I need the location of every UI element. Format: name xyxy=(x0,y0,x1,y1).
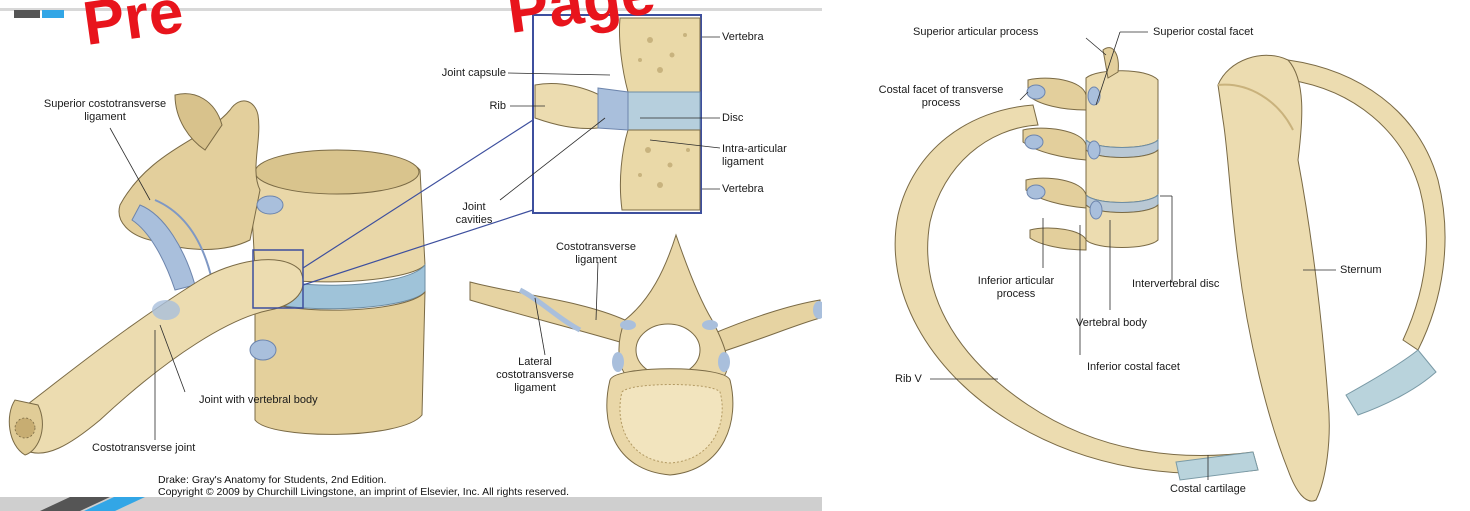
label-vertebra-top: Vertebra xyxy=(722,31,764,44)
label-costal-facet-transverse-process: Costal facet of transverse process xyxy=(866,84,1016,110)
label-superior-costal-facet: Superior costal facet xyxy=(1153,26,1253,39)
label-sternum: Sternum xyxy=(1340,264,1382,277)
right-figure-panel: Superior articular process Superior cost… xyxy=(858,0,1470,511)
label-costal-cartilage: Costal cartilage xyxy=(1170,483,1246,496)
label-rib: Rib xyxy=(460,100,506,113)
label-lateral-costotransverse-ligament: Lateral costotransverse ligament xyxy=(480,356,590,395)
label-vertebra-bottom: Vertebra xyxy=(722,183,764,196)
label-joint-capsule: Joint capsule xyxy=(412,67,506,80)
label-superior-articular-process: Superior articular process xyxy=(913,26,1038,39)
slide-corner-blue xyxy=(42,10,64,18)
label-costotransverse-ligament: Costotransverse ligament xyxy=(536,241,656,267)
right-illustration xyxy=(858,0,1470,511)
label-disc: Disc xyxy=(722,112,743,125)
label-joint-with-vertebral-body: Joint with vertebral body xyxy=(199,394,318,407)
left-illustration xyxy=(0,0,822,511)
superior-view-vertebra xyxy=(470,235,822,475)
label-inferior-costal-facet: Inferior costal facet xyxy=(1087,361,1180,374)
label-joint-cavities: Joint cavities xyxy=(446,201,502,227)
label-costotransverse-joint: Costotransverse joint xyxy=(92,442,195,455)
label-inferior-articular-process: Inferior articular process xyxy=(960,275,1072,301)
credit-line-1: Drake: Gray's Anatomy for Students, 2nd … xyxy=(158,474,569,486)
label-intra-articular-ligament: Intra-articular ligament xyxy=(722,143,812,169)
label-intervertebral-disc: Intervertebral disc xyxy=(1132,278,1219,291)
label-superior-costotransverse-ligament: Superior costotransverse ligament xyxy=(30,98,180,124)
label-vertebral-body: Vertebral body xyxy=(1076,317,1147,330)
joint-detail-inset xyxy=(533,15,701,213)
slide-corner-dark xyxy=(14,10,40,18)
label-rib-v: Rib V xyxy=(895,373,922,386)
figure-credit: Drake: Gray's Anatomy for Students, 2nd … xyxy=(158,474,569,498)
left-figure-panel: Pre Page Superior costotransverse ligame… xyxy=(0,0,822,511)
sternum-illustration xyxy=(1218,55,1329,501)
credit-line-2: Copyright © 2009 by Churchill Livingston… xyxy=(158,486,569,498)
